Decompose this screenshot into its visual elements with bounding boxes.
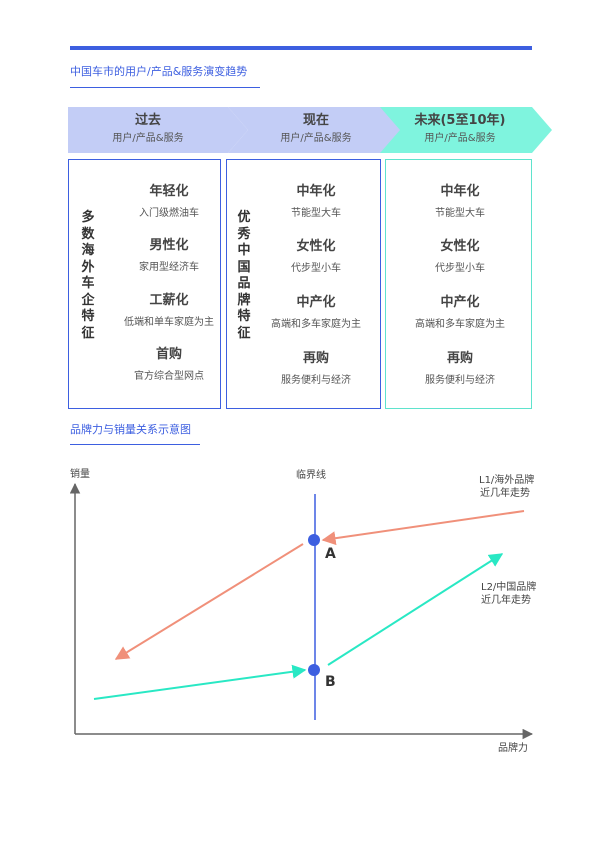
feature-title: 中产化 — [440, 295, 480, 310]
stage-future: 未来(5至10年) 用户/产品&服务 — [385, 113, 535, 145]
section2-title-underline — [70, 444, 200, 445]
feature-item: 再购 服务便利与经济 — [256, 351, 376, 387]
feature-desc: 节能型大车 — [435, 208, 485, 219]
point-b-label: B — [325, 674, 336, 690]
feature-desc: 服务便利与经济 — [281, 375, 351, 386]
l1-label-line2: 近几年走势 — [480, 488, 530, 499]
l2-label-line1: L2/中国品牌 — [481, 582, 537, 593]
feature-item: 女性化 代步型小车 — [256, 239, 376, 275]
l1-upper-segment — [321, 510, 525, 546]
x-axis-label: 品牌力 — [498, 743, 528, 754]
point-b — [308, 664, 320, 676]
feature-title: 女性化 — [296, 239, 336, 254]
threshold-label: 临界线 — [296, 470, 326, 481]
column-side-label: 多数海外车企特征 — [81, 210, 95, 341]
stage-future-title: 未来(5至10年) — [414, 113, 506, 128]
stage-now-subtitle: 用户/产品&服务 — [280, 133, 352, 144]
feature-desc: 节能型大车 — [291, 208, 341, 219]
feature-title: 女性化 — [440, 239, 480, 254]
top-accent-bar — [70, 46, 532, 50]
feature-item: 中年化 节能型大车 — [395, 184, 525, 220]
section1-title: 中国车市的用户/产品&服务演变趋势 — [70, 65, 248, 78]
feature-title: 男性化 — [149, 238, 189, 253]
feature-title: 中产化 — [296, 295, 336, 310]
feature-desc: 高端和多车家庭为主 — [271, 319, 361, 330]
feature-item: 再购 服务便利与经济 — [395, 351, 525, 387]
stage-past: 过去 用户/产品&服务 — [68, 113, 228, 145]
feature-item: 首购 官方综合型网点 — [109, 347, 229, 383]
l1-label-line1: L1/海外品牌 — [479, 475, 535, 486]
column-future: 中年化 节能型大车 女性化 代步型小车 中产化 高端和多车家庭为主 再购 服务便… — [385, 159, 532, 409]
feature-desc: 代步型小车 — [291, 263, 341, 274]
feature-item: 中产化 高端和多车家庭为主 — [395, 295, 525, 331]
feature-desc: 服务便利与经济 — [425, 375, 495, 386]
l1-label: L1/海外品牌 近几年走势 — [479, 474, 534, 500]
feature-title: 再购 — [446, 351, 473, 366]
section1-title-underline — [70, 87, 260, 88]
feature-desc: 入门级燃油车 — [139, 208, 199, 219]
l2-label-line2: 近几年走势 — [481, 595, 531, 606]
feature-item: 年轻化 入门级燃油车 — [109, 184, 229, 220]
point-a — [308, 534, 320, 546]
stage-past-subtitle: 用户/产品&服务 — [112, 133, 184, 144]
feature-title: 年轻化 — [149, 184, 189, 199]
point-a-label: A — [325, 546, 336, 562]
l1-lower-segment — [114, 543, 304, 660]
feature-item: 女性化 代步型小车 — [395, 239, 525, 275]
feature-item: 男性化 家用型经济车 — [109, 238, 229, 274]
section2-title: 品牌力与销量关系示意图 — [70, 423, 191, 436]
stage-now: 现在 用户/产品&服务 — [236, 113, 396, 145]
stage-now-title: 现在 — [302, 113, 329, 128]
feature-desc: 官方综合型网点 — [134, 371, 204, 382]
l2-lower-segment — [93, 664, 307, 700]
l2-label: L2/中国品牌 近几年走势 — [481, 581, 536, 607]
feature-desc: 代步型小车 — [435, 263, 485, 274]
stage-future-subtitle: 用户/产品&服务 — [424, 133, 496, 144]
feature-item: 工薪化 低端和单车家庭为主 — [109, 293, 229, 329]
feature-desc: 低端和单车家庭为主 — [124, 317, 214, 328]
stage-past-title: 过去 — [134, 113, 161, 128]
y-axis-label: 销量 — [70, 469, 90, 480]
feature-item: 中产化 高端和多车家庭为主 — [256, 295, 376, 331]
feature-item: 中年化 节能型大车 — [256, 184, 376, 220]
column-side-label: 优秀中国品牌特征 — [237, 210, 251, 341]
column-overseas-brands: 多数海外车企特征 年轻化 入门级燃油车 男性化 家用型经济车 工薪化 低端和单车… — [68, 159, 221, 409]
feature-title: 首购 — [155, 347, 182, 362]
feature-desc: 高端和多车家庭为主 — [415, 319, 505, 330]
feature-title: 再购 — [302, 351, 329, 366]
l2-upper-segment — [327, 553, 504, 666]
feature-title: 中年化 — [440, 184, 480, 199]
column-chinese-brands: 优秀中国品牌特征 中年化 节能型大车 女性化 代步型小车 中产化 高端和多车家庭… — [226, 159, 381, 409]
feature-title: 中年化 — [296, 184, 336, 199]
feature-title: 工薪化 — [149, 293, 189, 308]
feature-desc: 家用型经济车 — [139, 262, 199, 273]
